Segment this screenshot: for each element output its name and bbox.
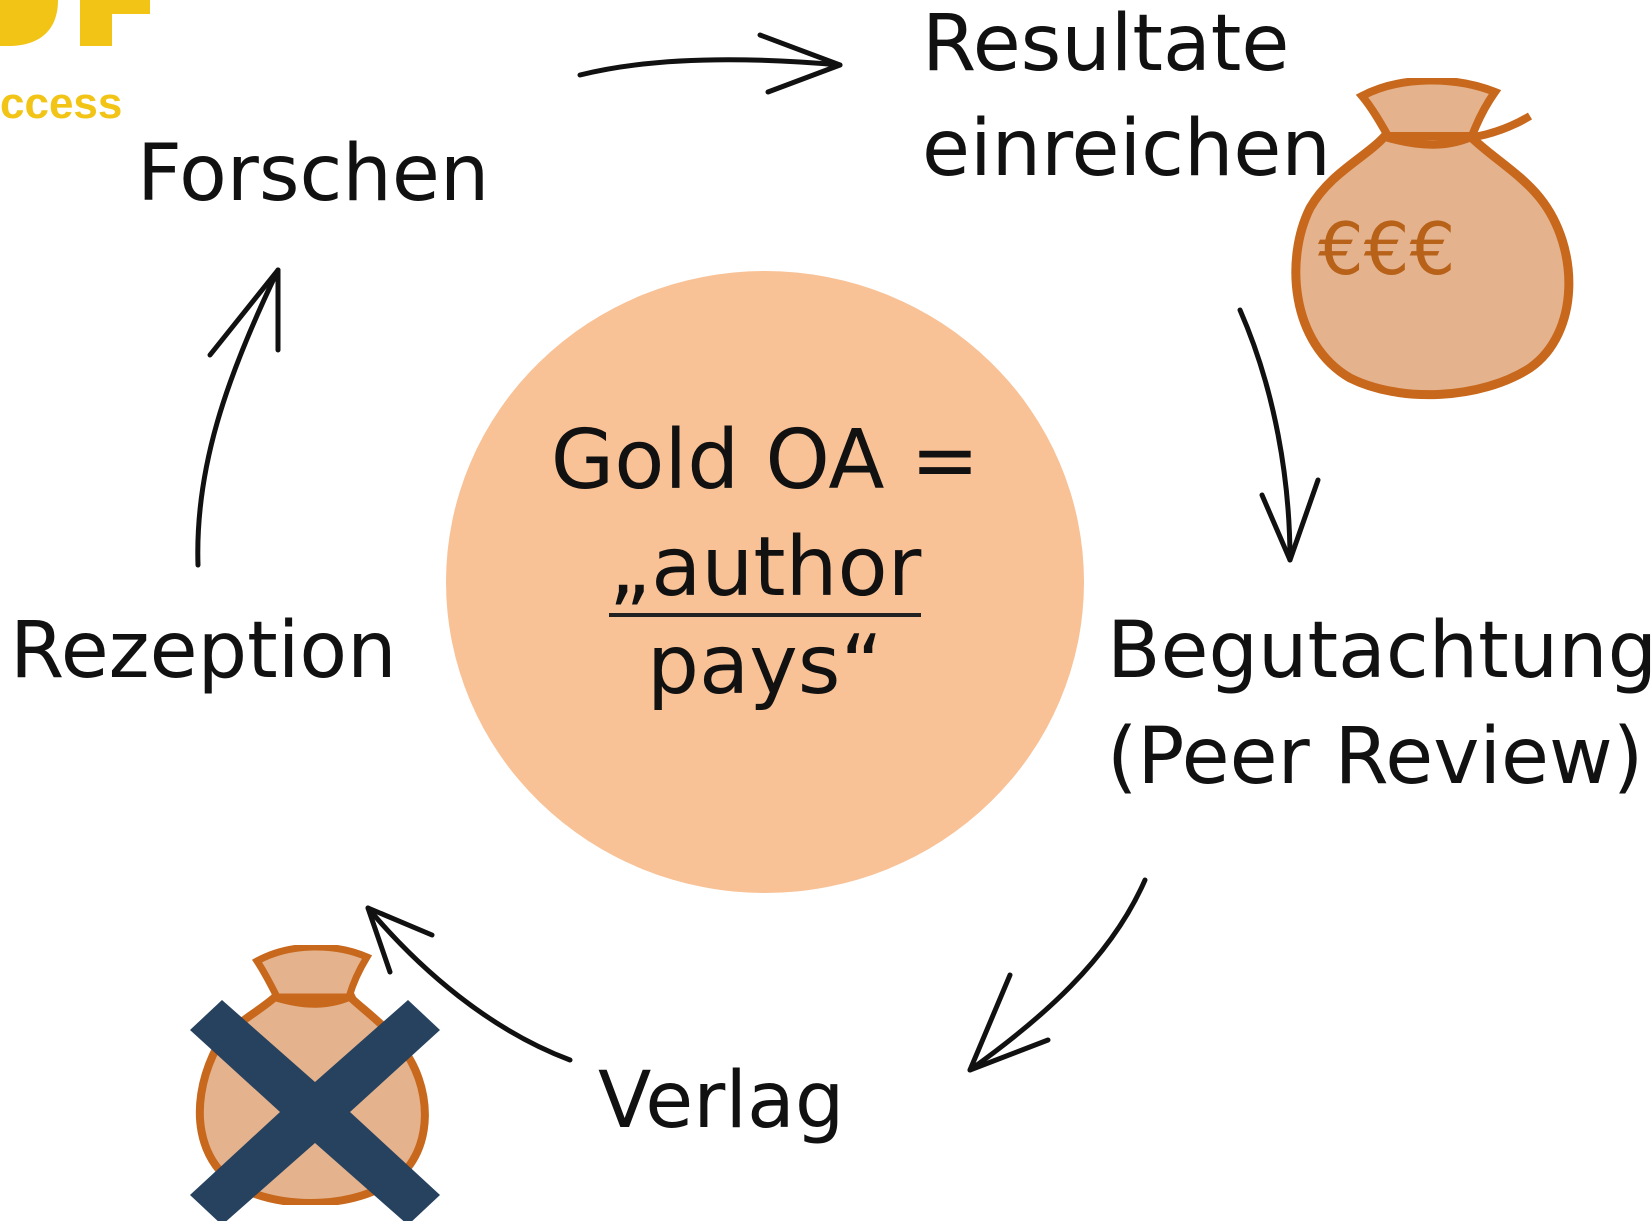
step-forschen: Forschen bbox=[137, 129, 490, 219]
step-resultate-line2: einreichen bbox=[922, 104, 1331, 194]
center-subtitle-line1: „author bbox=[446, 527, 1084, 617]
step-rezeption: Rezeption bbox=[10, 606, 397, 696]
center-subtitle-underlined: „author bbox=[608, 520, 922, 617]
money-bag-label: €€€ bbox=[1318, 207, 1456, 291]
arrow-forschen-to-resultate bbox=[577, 32, 843, 95]
step-resultate-line1: Resultate bbox=[922, 0, 1290, 89]
center-subtitle-line2: pays“ bbox=[646, 618, 884, 713]
logo-mark bbox=[0, 0, 150, 46]
money-bag-icon bbox=[1291, 78, 1574, 400]
step-begutachtung-line1: Begutachtung bbox=[1107, 606, 1651, 696]
arrow-rezeption-to-forschen bbox=[195, 267, 281, 568]
center-title: Gold OA = bbox=[550, 413, 980, 508]
step-verlag: Verlag bbox=[598, 1056, 845, 1146]
step-begutachtung-line2: (Peer Review) bbox=[1107, 712, 1644, 802]
arrow-verlag-to-rezeption bbox=[365, 905, 573, 1063]
arrow-begutachtung-to-verlag bbox=[967, 877, 1148, 1073]
cross-icon bbox=[190, 1000, 440, 1221]
center-circle bbox=[446, 271, 1084, 893]
arrow-resultate-to-begutachtung bbox=[1237, 307, 1321, 563]
logo-text: ccess bbox=[0, 79, 123, 128]
